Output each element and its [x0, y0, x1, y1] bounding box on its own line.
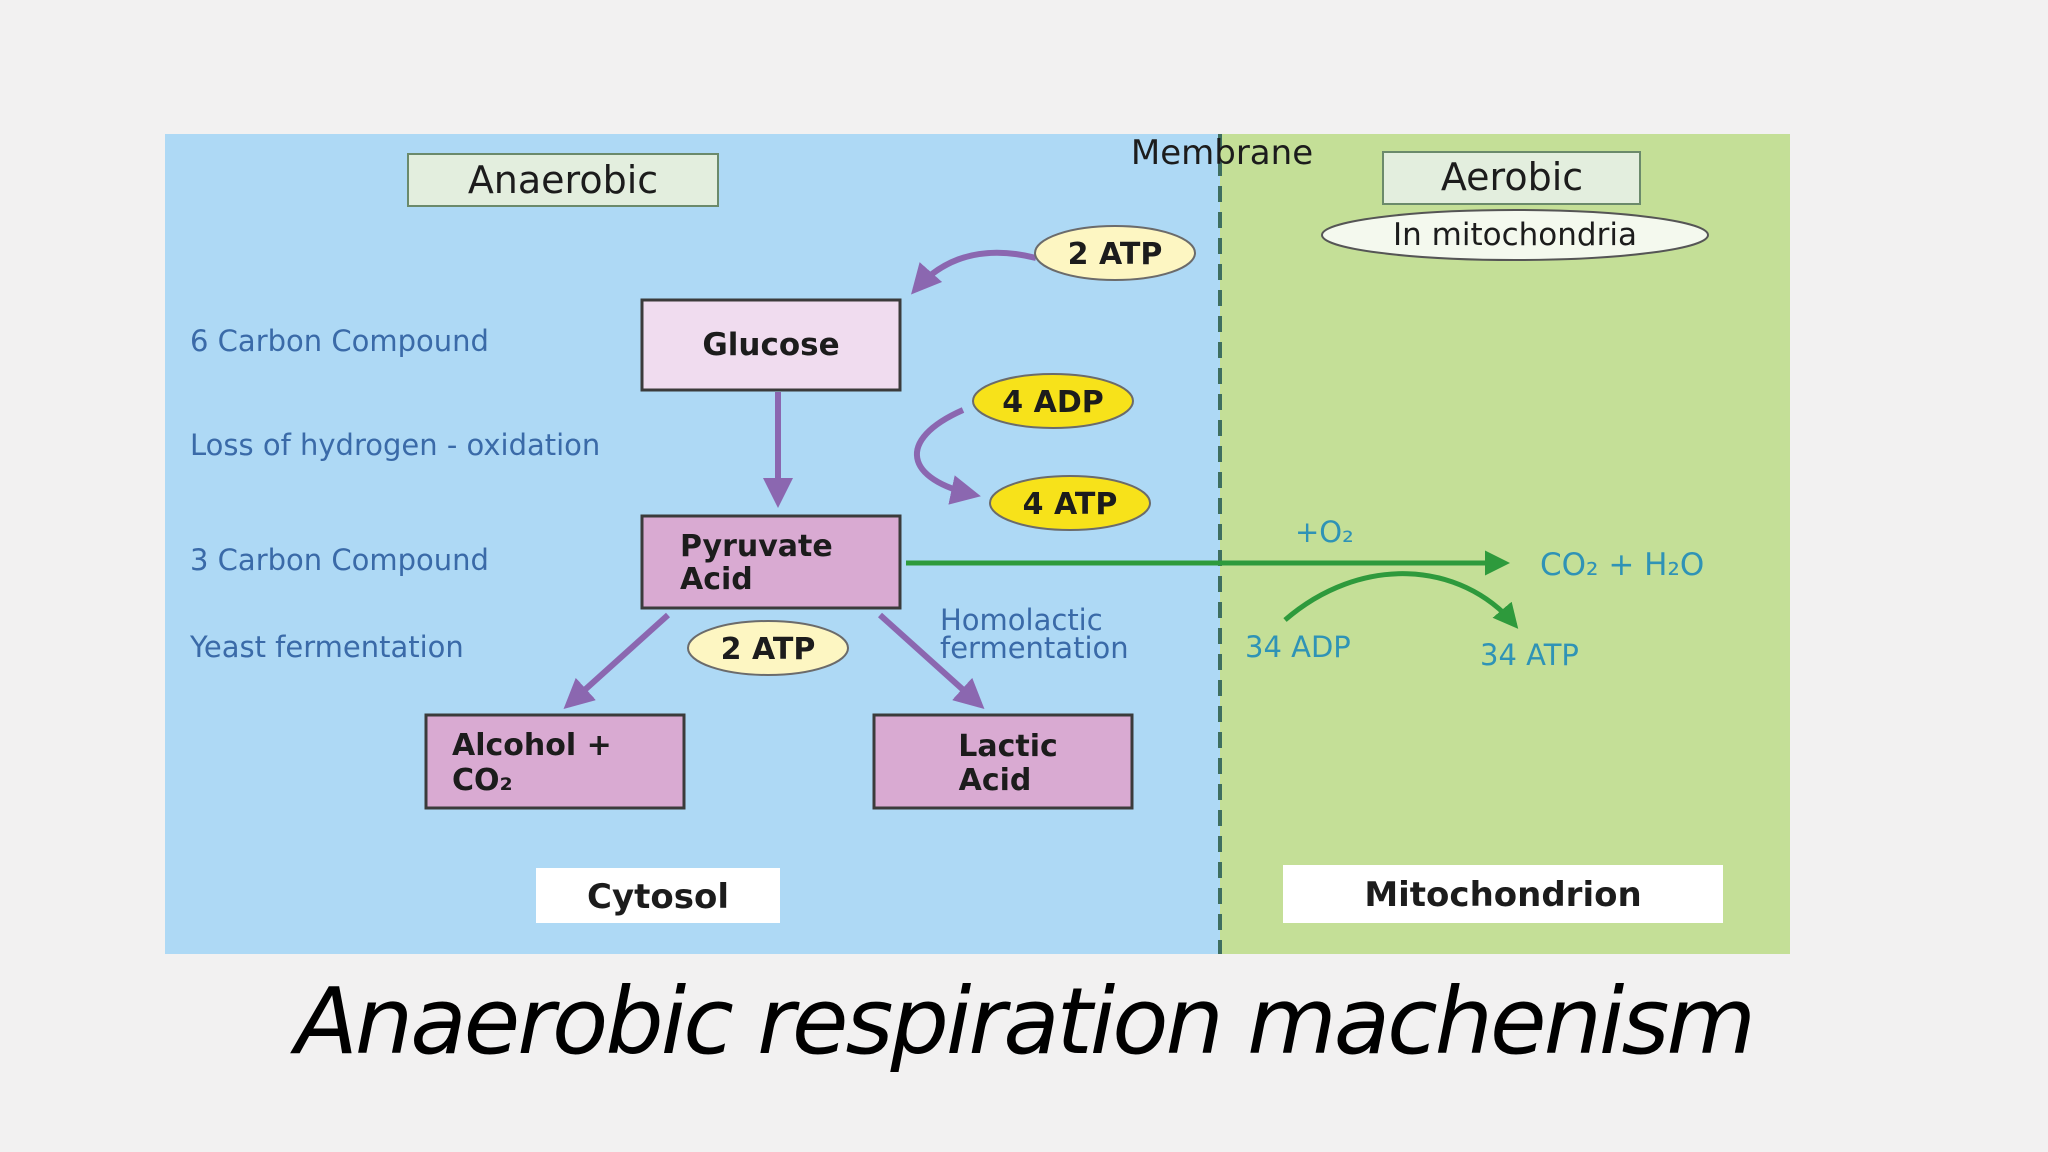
alcohol-label-line2: CO₂ [452, 763, 513, 798]
three-carbon-label: 3 Carbon Compound [190, 543, 489, 577]
adp-34-curved-arrow [1283, 571, 1519, 629]
atp-34-label: 34 ATP [1480, 638, 1579, 672]
adp-4-label: 4 ADP [1002, 385, 1103, 420]
co2-h2o-label: CO₂ + H₂O [1540, 547, 1704, 583]
cytosol-label-box [536, 868, 780, 923]
atp-in-curved-arrow [911, 249, 1037, 295]
six-carbon-label: 6 Carbon Compound [190, 324, 489, 358]
anaerobic-box [407, 153, 719, 207]
homolactic-label-line2: fermentation [940, 631, 1129, 665]
atp-in-bubble [1034, 225, 1196, 281]
atp-4-bubble [989, 475, 1151, 531]
in-mitochondria-label: In mitochondria [1393, 217, 1637, 253]
glucose-label: Glucose [702, 327, 839, 363]
cytosol-label: Cytosol [587, 877, 729, 917]
pyruvate-to-lactic-arrow [877, 612, 985, 710]
atp-net-label: 2 ATP [721, 632, 816, 667]
mitochondrion-label: Mitochondrion [1364, 875, 1641, 915]
glucose-box [640, 298, 902, 392]
in-mitochondria-ellipse [1321, 209, 1709, 261]
mitochondrion-label-box [1283, 865, 1723, 923]
membrane-label: Membrane [1131, 133, 1313, 173]
pyruvate-label-line1: Pyruvate [680, 529, 833, 564]
anaerobic-label: Anaerobic [468, 158, 658, 202]
lactic-acid-box [872, 713, 1134, 810]
lactic-label-line2: Acid [959, 763, 1032, 798]
atp-4-label: 4 ATP [1023, 487, 1118, 522]
adp-to-atp-curved-arrow [914, 407, 981, 505]
caption: Anaerobic respiration machenism [294, 968, 1756, 1075]
lactic-label-line1: Lactic [958, 729, 1058, 764]
pyruvate-label-line2: Acid [680, 562, 753, 597]
homolactic-label-line1: Homolactic [940, 603, 1103, 637]
adp-34-label: 34 ADP [1245, 630, 1351, 664]
plus-o2-label: +O₂ [1295, 515, 1354, 549]
loss-hydrogen-label: Loss of hydrogen - oxidation [190, 428, 600, 462]
mitochondrion-region [1220, 134, 1790, 954]
atp-net-bubble [687, 620, 849, 676]
atp-in-label: 2 ATP [1068, 237, 1163, 272]
yeast-fermentation-label: Yeast fermentation [189, 630, 464, 664]
aerobic-box [1382, 151, 1641, 205]
alcohol-label-line1: Alcohol + [452, 728, 612, 763]
alcohol-co2-box [424, 713, 686, 810]
adp-4-bubble [972, 373, 1134, 429]
pyruvate-acid-box [640, 514, 902, 610]
aerobic-label: Aerobic [1441, 155, 1583, 199]
pyruvate-to-alcohol-arrow [563, 612, 671, 710]
